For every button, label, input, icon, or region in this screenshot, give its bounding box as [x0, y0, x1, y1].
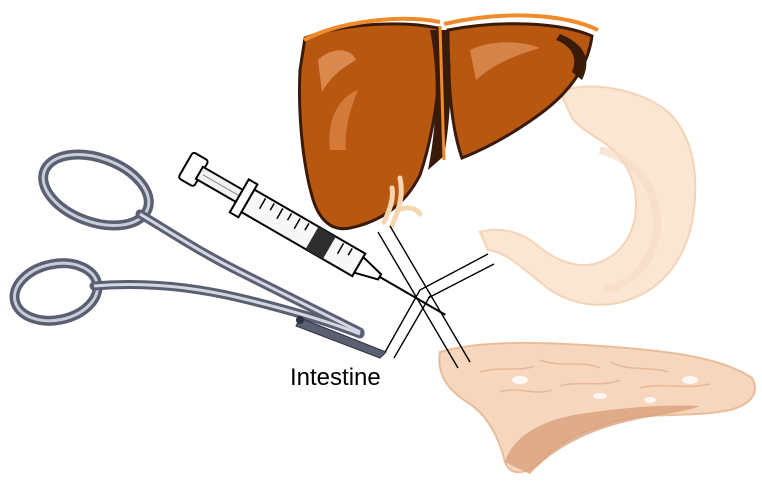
- liver: [300, 15, 599, 228]
- intestine-label: Intestine: [288, 364, 383, 392]
- pancreas: [439, 343, 755, 474]
